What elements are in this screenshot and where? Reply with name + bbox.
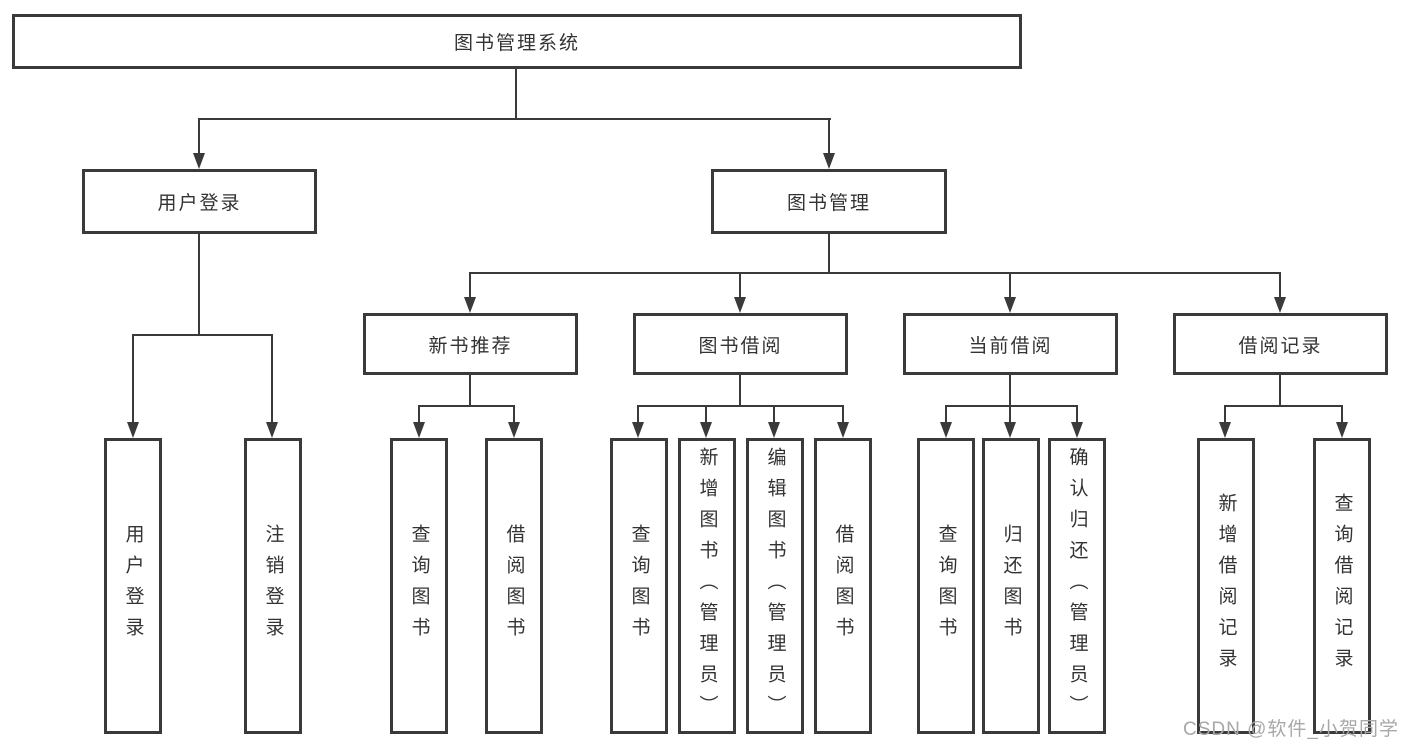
- arrowhead-down-icon: [1274, 297, 1286, 313]
- connector-line: [842, 405, 844, 422]
- connector-line: [705, 405, 707, 422]
- connector-line: [739, 272, 741, 297]
- root-node: 图书管理系统: [12, 14, 1022, 69]
- leaf-add-book-admin-label: 新增图书（管理员）: [696, 446, 718, 726]
- leaf-query-book-current: 查询图书: [917, 438, 975, 734]
- connector-line: [1341, 405, 1343, 422]
- arrowhead-down-icon: [1004, 422, 1016, 438]
- connector-line: [739, 375, 741, 407]
- leaf-user-login: 用户登录: [104, 438, 162, 734]
- connector-line: [1224, 405, 1343, 407]
- new-book-recommend-label: 新书推荐: [428, 335, 513, 357]
- root-node-label: 图书管理系统: [453, 33, 580, 54]
- new-book-recommend-node: 新书推荐: [363, 313, 578, 375]
- connector-line: [515, 69, 517, 120]
- leaf-query-book-current-label: 查询图书: [935, 524, 957, 648]
- connector-line: [1224, 405, 1226, 422]
- arrowhead-down-icon: [127, 422, 139, 438]
- arrowhead-down-icon: [464, 297, 476, 313]
- connector-line: [1009, 272, 1011, 297]
- arrowhead-down-icon: [1219, 422, 1231, 438]
- book-management-node: 图书管理: [711, 169, 947, 234]
- current-borrow-label: 当前借阅: [968, 335, 1053, 357]
- leaf-query-borrow-record: 查询借阅记录: [1313, 438, 1371, 734]
- connector-line: [469, 375, 471, 407]
- leaf-borrow-book-label: 借阅图书: [832, 524, 854, 648]
- connector-line: [773, 405, 775, 422]
- arrowhead-down-icon: [632, 422, 644, 438]
- arrowhead-down-icon: [193, 153, 205, 169]
- connector-line: [198, 118, 200, 155]
- leaf-add-book-admin: 新增图书（管理员）: [678, 438, 736, 734]
- connector-line: [132, 334, 134, 422]
- leaf-add-borrow-record: 新增借阅记录: [1197, 438, 1255, 734]
- connector-line: [271, 334, 273, 422]
- leaf-edit-book-admin: 编辑图书（管理员）: [746, 438, 804, 734]
- leaf-borrow-book-recommend: 借阅图书: [485, 438, 543, 734]
- leaf-query-book-borrow-label: 查询图书: [628, 524, 650, 648]
- connector-line: [1076, 405, 1078, 422]
- connector-line: [1009, 405, 1011, 422]
- leaf-logout-login: 注销登录: [244, 438, 302, 734]
- connector-line: [828, 118, 830, 155]
- arrowhead-down-icon: [837, 422, 849, 438]
- connector-line: [513, 405, 515, 422]
- connector-line: [198, 118, 831, 120]
- book-borrow-node: 图书借阅: [633, 313, 848, 375]
- connector-line: [945, 405, 947, 422]
- arrowhead-down-icon: [940, 422, 952, 438]
- arrowhead-down-icon: [768, 422, 780, 438]
- leaf-borrow-book-recommend-label: 借阅图书: [503, 524, 525, 648]
- leaf-user-login-label: 用户登录: [122, 524, 144, 648]
- connector-line: [637, 405, 639, 422]
- csdn-watermark: CSDN @软件_小贺同学: [1183, 719, 1399, 740]
- leaf-return-book-label: 归还图书: [1000, 524, 1022, 648]
- connector-line: [828, 234, 830, 274]
- leaf-edit-book-admin-label: 编辑图书（管理员）: [764, 446, 786, 726]
- connector-line: [637, 405, 844, 407]
- connector-line: [418, 405, 420, 422]
- leaf-confirm-return-admin: 确认归还（管理员）: [1048, 438, 1106, 734]
- book-management-node-label: 图书管理: [786, 193, 871, 214]
- connector-line: [132, 334, 273, 336]
- arrowhead-down-icon: [413, 422, 425, 438]
- arrowhead-down-icon: [823, 153, 835, 169]
- connector-line: [1279, 375, 1281, 407]
- leaf-logout-login-label: 注销登录: [262, 524, 284, 648]
- leaf-query-book-recommend-label: 查询图书: [408, 524, 430, 648]
- arrowhead-down-icon: [266, 422, 278, 438]
- connector-line: [1009, 375, 1011, 407]
- user-login-node-label: 用户登录: [157, 193, 242, 214]
- borrow-record-label: 借阅记录: [1238, 335, 1323, 357]
- user-login-node: 用户登录: [82, 169, 317, 234]
- connector-line: [198, 234, 200, 336]
- connector-line: [418, 405, 515, 407]
- arrowhead-down-icon: [508, 422, 520, 438]
- leaf-add-borrow-record-label: 新增借阅记录: [1215, 493, 1237, 679]
- leaf-query-book-borrow: 查询图书: [610, 438, 668, 734]
- arrowhead-down-icon: [1071, 422, 1083, 438]
- connector-line: [945, 405, 1078, 407]
- borrow-record-node: 借阅记录: [1173, 313, 1388, 375]
- leaf-confirm-return-admin-label: 确认归还（管理员）: [1066, 446, 1088, 726]
- arrowhead-down-icon: [1336, 422, 1348, 438]
- leaf-query-book-recommend: 查询图书: [390, 438, 448, 734]
- arrowhead-down-icon: [700, 422, 712, 438]
- connector-line: [1279, 272, 1281, 297]
- leaf-query-borrow-record-label: 查询借阅记录: [1331, 493, 1353, 679]
- current-borrow-node: 当前借阅: [903, 313, 1118, 375]
- leaf-borrow-book: 借阅图书: [814, 438, 872, 734]
- leaf-return-book: 归还图书: [982, 438, 1040, 734]
- connector-line: [469, 272, 471, 297]
- book-borrow-label: 图书借阅: [698, 335, 783, 357]
- connector-line: [469, 272, 1281, 274]
- arrowhead-down-icon: [1004, 297, 1016, 313]
- arrowhead-down-icon: [734, 297, 746, 313]
